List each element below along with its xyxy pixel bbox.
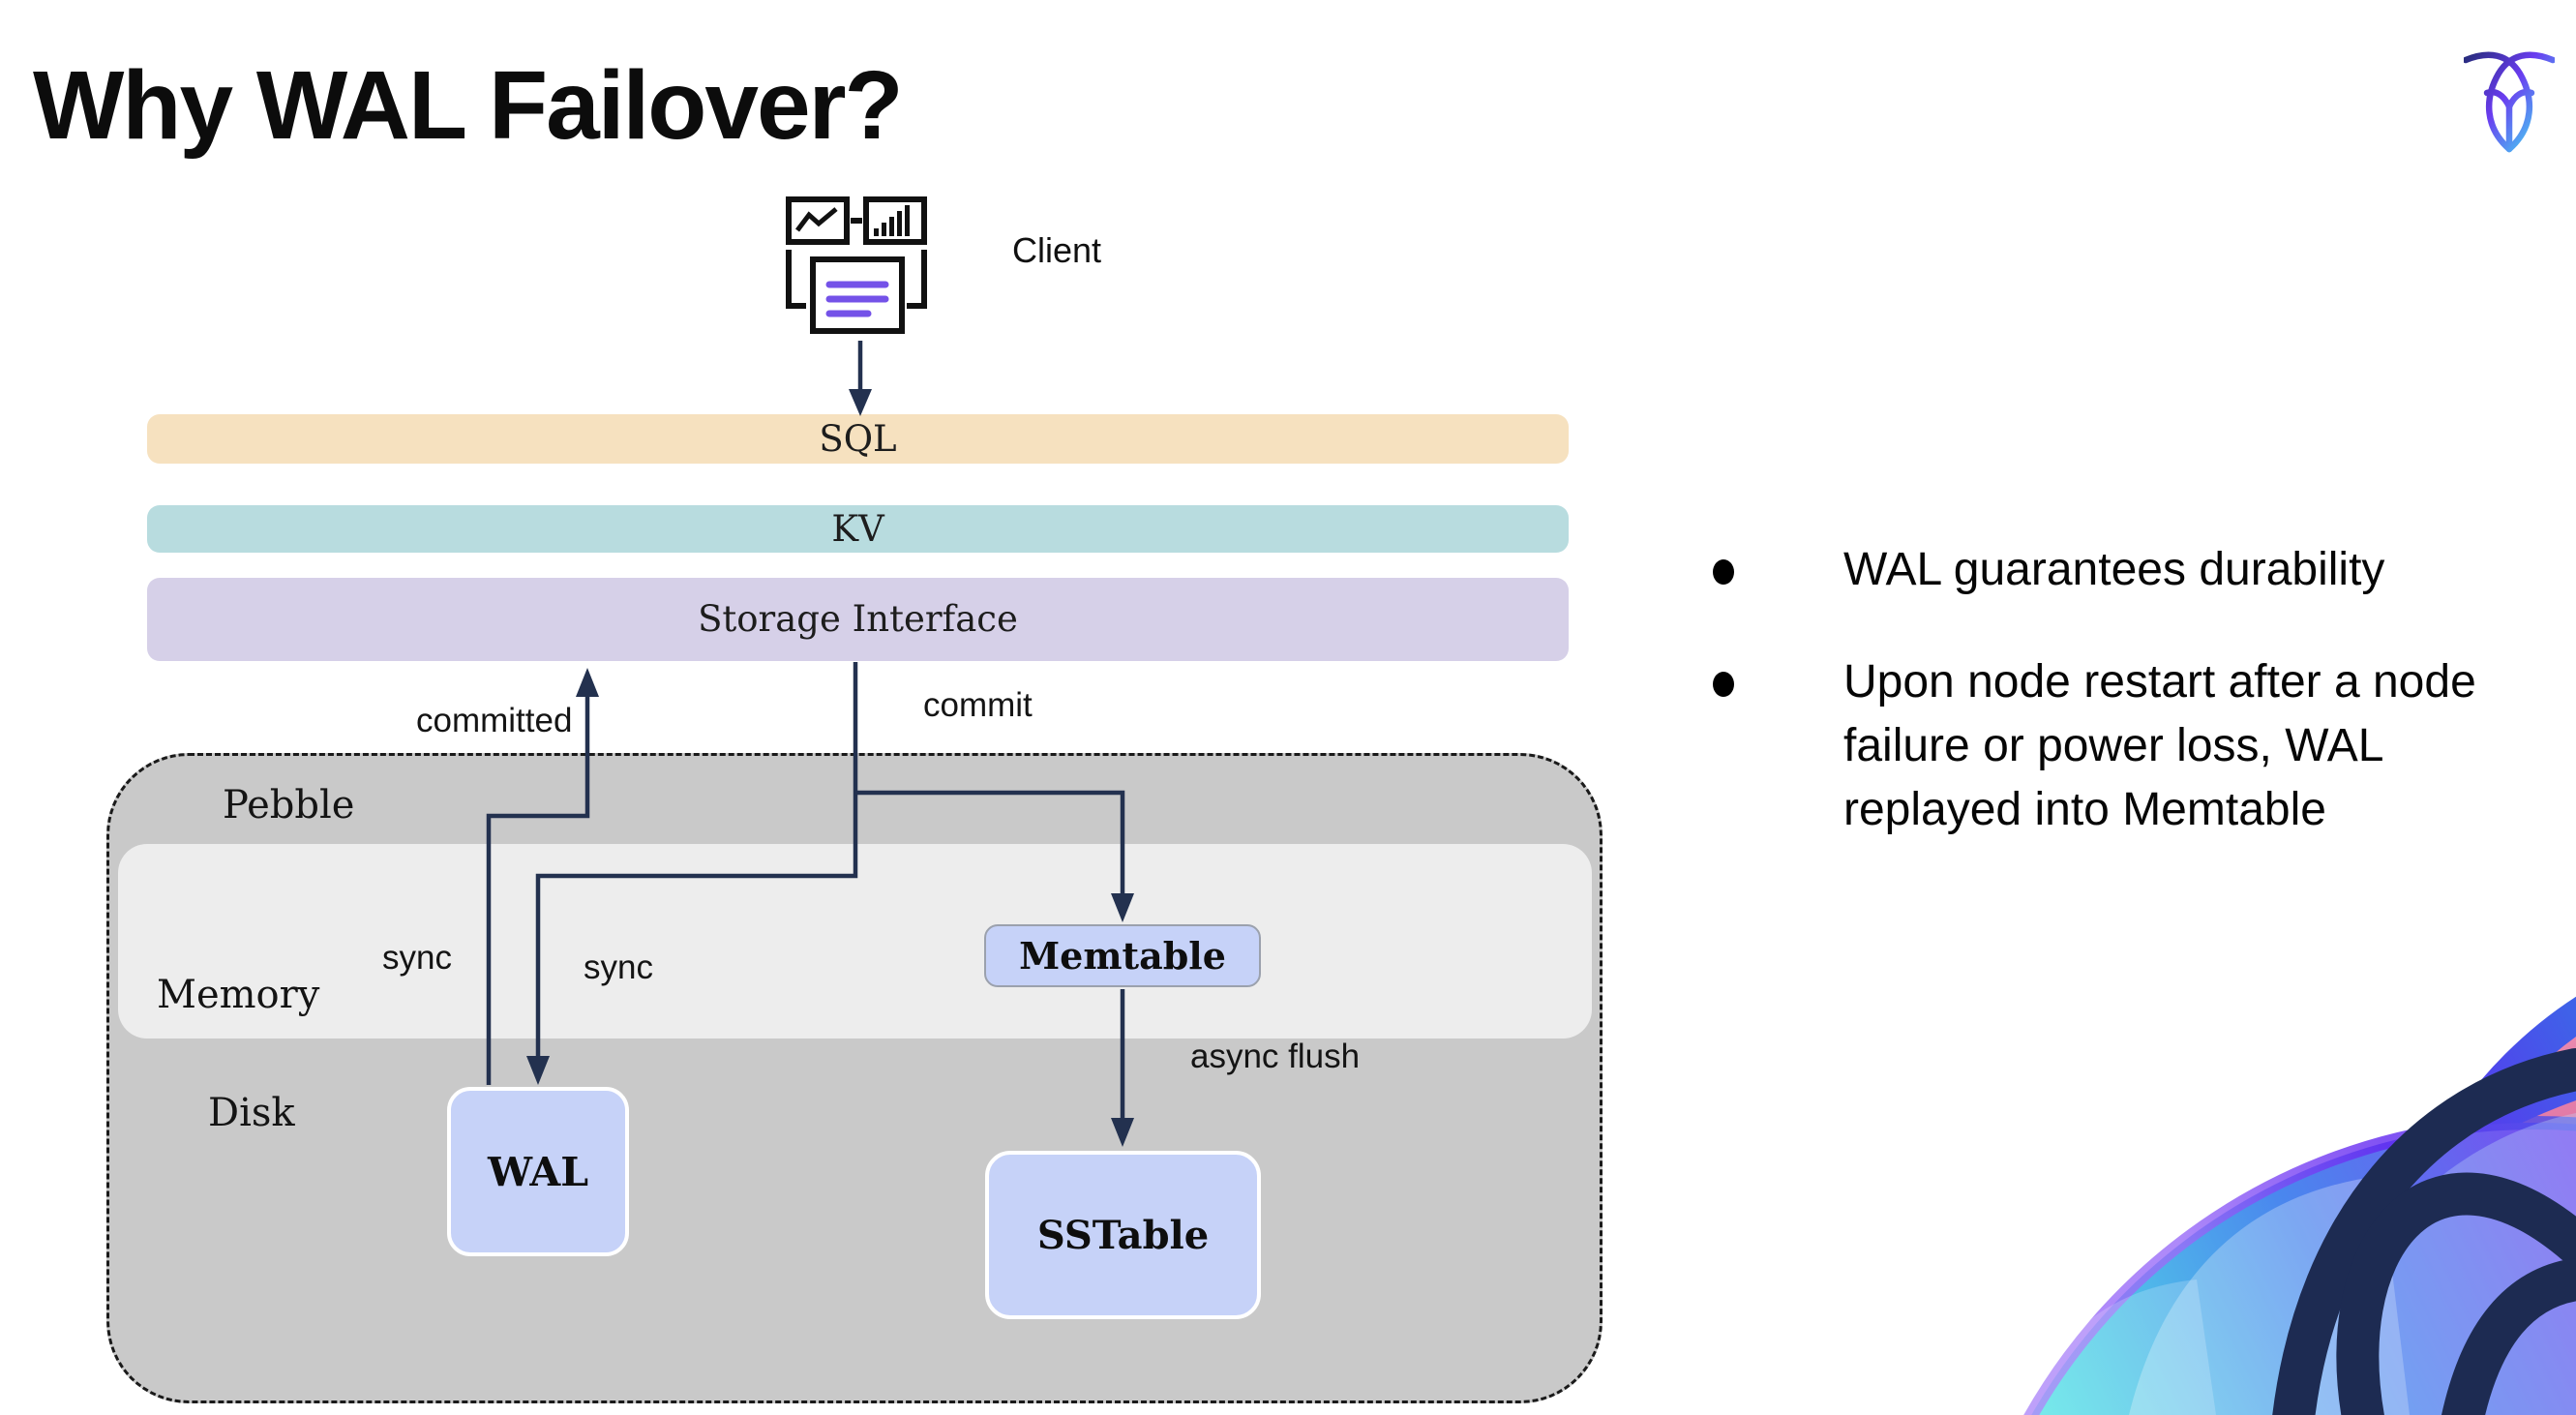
sstable-box: SSTable [985, 1151, 1261, 1319]
bracket-right-icon [907, 250, 927, 309]
async-flush-label: async flush [1190, 1038, 1361, 1075]
memtable-box: Memtable [984, 924, 1261, 987]
bullet-dot-icon [1713, 559, 1734, 585]
client-label: Client [1012, 230, 1102, 270]
memory-band [118, 844, 1592, 1039]
pebble-label: Pebble [223, 783, 355, 828]
sync-right-label: sync [584, 948, 653, 986]
wal-box: WAL [447, 1087, 629, 1256]
bullet-text: Upon node restart after a node failure o… [1843, 656, 2476, 835]
corner-art [2013, 996, 2576, 1415]
line-chart-icon [786, 196, 850, 245]
sync-left-label: sync [382, 939, 452, 977]
committed-label: committed [416, 702, 573, 739]
layer-kv: KV [147, 505, 1569, 553]
bullet-text: WAL guarantees durability [1843, 544, 2385, 595]
bracket-left-icon [786, 250, 806, 309]
bullet-dot-icon [1713, 672, 1734, 697]
page-title: Why WAL Failover? [33, 51, 904, 160]
leaf-shape [2013, 1280, 2216, 1415]
memory-label: Memory [157, 973, 320, 1017]
disk-label: Disk [208, 1091, 295, 1135]
cockroachdb-logo-icon [2464, 51, 2555, 153]
navy-curves [2272, 1048, 2576, 1415]
client-icon [786, 196, 927, 334]
layer-sql: SQL [147, 414, 1569, 464]
list-item: Upon node restart after a node failure o… [1684, 650, 2555, 842]
arrowhead-down-sql [849, 389, 872, 416]
arrowhead-up-committed [576, 668, 599, 697]
list-item: WAL guarantees durability [1684, 538, 2555, 602]
bar-chart-icon [863, 196, 927, 245]
document-icon [810, 256, 905, 334]
commit-label: commit [923, 686, 1033, 724]
bullet-list: WAL guarantees durability Upon node rest… [1684, 538, 2555, 890]
layer-storage: Storage Interface [147, 578, 1569, 661]
